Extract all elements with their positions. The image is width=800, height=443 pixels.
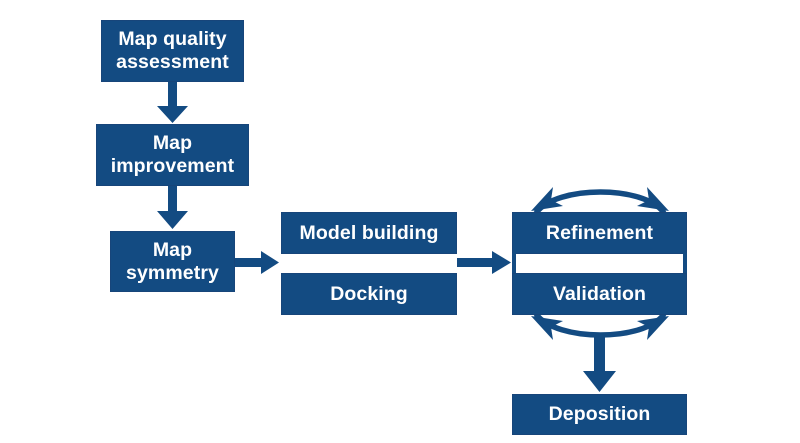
cycle-arc-top — [531, 187, 669, 215]
node-deposition[interactable]: Deposition — [512, 394, 687, 435]
node-refinement[interactable]: Refinement — [512, 212, 687, 254]
cycle-group-left-rail — [512, 253, 516, 273]
node-validation-label: Validation — [552, 282, 647, 305]
node-docking-label: Docking — [330, 282, 408, 305]
cycle-arc-bottom — [531, 312, 669, 340]
arrow-symmetry-to-building-group — [235, 251, 279, 274]
arrow-building-group-to-cycle-group — [457, 251, 511, 274]
node-validation[interactable]: Validation — [512, 273, 687, 315]
arrow-cycle-group-to-deposition — [583, 335, 616, 392]
node-docking[interactable]: Docking — [281, 273, 457, 315]
node-model-building-label: Model building — [299, 221, 439, 244]
node-model-building[interactable]: Model building — [281, 212, 457, 254]
arrow-quality-to-improvement — [157, 82, 188, 123]
node-deposition-label: Deposition — [548, 403, 651, 425]
cycle-group-right-rail — [683, 253, 687, 273]
arrow-improvement-to-symmetry — [157, 186, 188, 229]
node-refinement-label: Refinement — [545, 221, 654, 244]
